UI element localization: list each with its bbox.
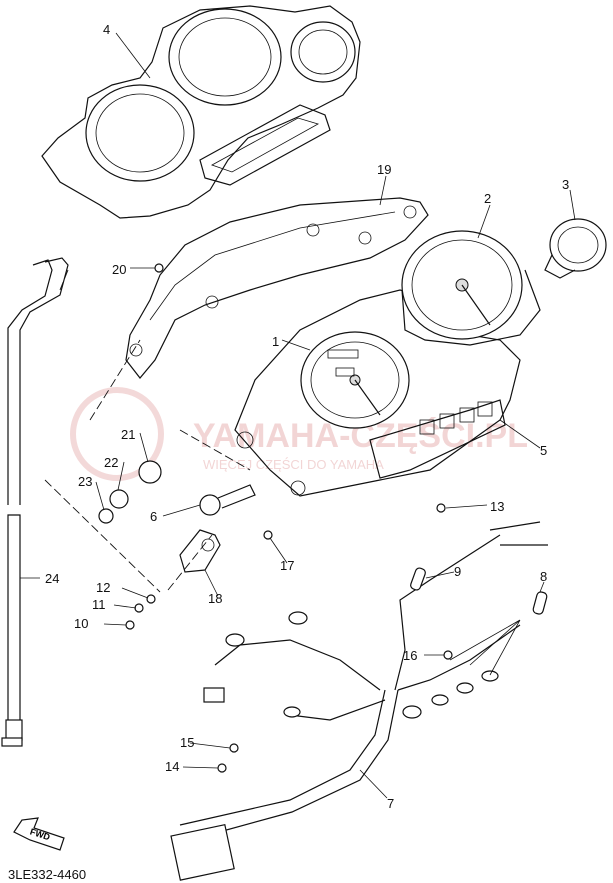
- diagram-code: 3LE332-4460: [8, 867, 86, 882]
- callout-14: 14: [165, 759, 179, 774]
- callout-12: 12: [96, 580, 110, 595]
- callout-3: 3: [562, 177, 569, 192]
- callout-11: 11: [92, 597, 106, 612]
- callout-6: 6: [150, 509, 157, 524]
- callout-17: 17: [280, 558, 294, 573]
- callout-5: 5: [540, 443, 547, 458]
- meter-assembly: [234, 289, 521, 497]
- tachometer: [401, 230, 541, 346]
- callout-16: 16: [403, 648, 417, 663]
- callout-22: 22: [104, 455, 118, 470]
- callout-24: 24: [45, 571, 59, 586]
- callout-19: 19: [377, 162, 391, 177]
- callout-7: 7: [387, 796, 394, 811]
- callout-13: 13: [490, 499, 504, 514]
- callout-1: 1: [272, 334, 279, 349]
- meter-cover: [41, 5, 361, 219]
- bulbs: [410, 567, 548, 676]
- callout-2: 2: [484, 191, 491, 206]
- fwd-label: FWD: [29, 826, 52, 842]
- callout-4: 4: [103, 22, 110, 37]
- callout-8: 8: [540, 569, 547, 584]
- callout-21: 21: [121, 427, 135, 442]
- callout-9: 9: [454, 564, 461, 579]
- callout-23: 23: [78, 474, 92, 489]
- callout-18: 18: [208, 591, 222, 606]
- callout-labels: 4 19 2 3 20 1 21 22 23 5 13 6 17 18 12 1…: [45, 22, 569, 811]
- forward-arrow-icon: FWD: [13, 817, 65, 851]
- callout-20: 20: [112, 262, 126, 277]
- callout-10: 10: [74, 616, 88, 631]
- fuel-gauge: [544, 218, 607, 279]
- watermark-subtext: WIĘCEJ CZĘŚCI DO YAMAHA: [203, 457, 384, 472]
- speedometer-cable: [1, 257, 69, 747]
- wire-harness: [170, 521, 548, 881]
- callout-15: 15: [180, 735, 194, 750]
- meter-bracket: [125, 197, 429, 379]
- assembly-lines: [44, 269, 251, 593]
- leader-lines: [20, 32, 576, 799]
